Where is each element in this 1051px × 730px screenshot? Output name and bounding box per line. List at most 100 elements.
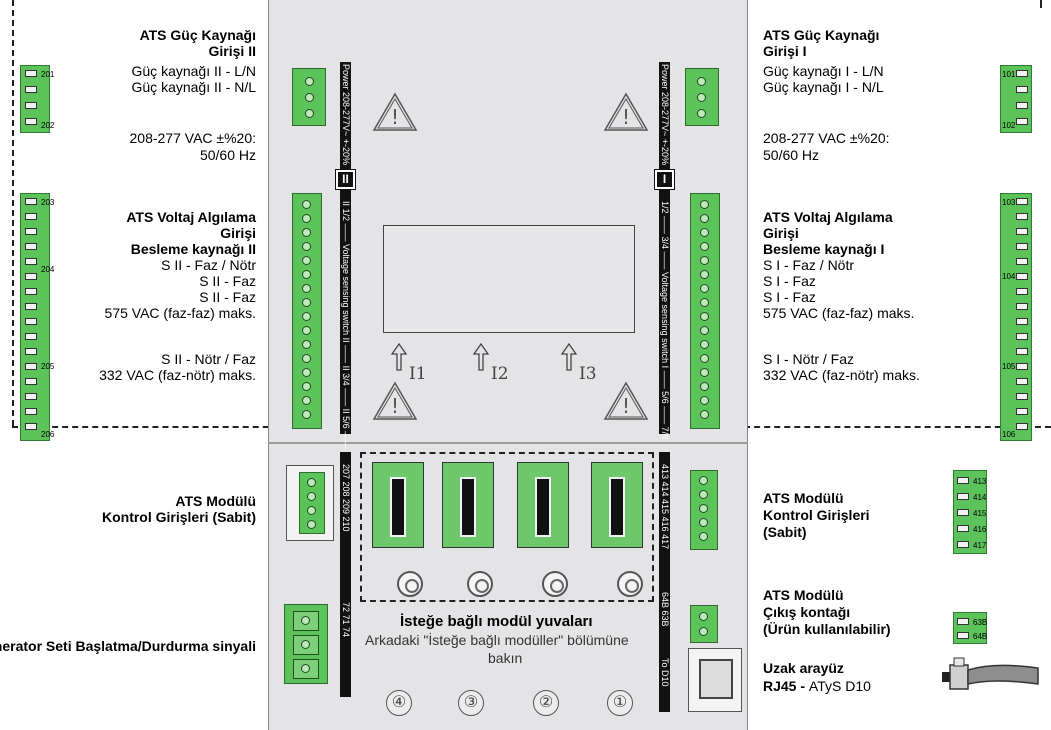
rj45-label: RJ45 - (763, 678, 809, 694)
terminal-slot (1016, 318, 1028, 325)
connector-pin (700, 312, 709, 321)
svg-text:!: ! (391, 105, 399, 129)
left-power-strip: Power 208-277V~ +-20% (340, 62, 351, 197)
right-ctrl-strip-text: 413 414 415 416 417 (660, 464, 670, 550)
left-sense-title-3: Besleme kaynağı II (130, 241, 256, 257)
warning-icon: ! (603, 92, 649, 131)
option-slot-2[interactable] (517, 462, 569, 548)
ctrl-connector-left (299, 472, 325, 534)
genset-screw (293, 659, 319, 679)
right-sense-strip: 1/2 —— 3/4 —— Voltage sensing switch I —… (659, 197, 670, 439)
right-out-title-1: ATS Modülü (763, 587, 844, 603)
terminal-slot (1016, 258, 1028, 265)
connector-pin (302, 312, 311, 321)
terminal-slot (1016, 378, 1028, 385)
ctrl-connector-left-housing (286, 465, 334, 541)
right-out-title-3: (Ürün kullanılabilir) (763, 621, 891, 637)
terminal-slot (1016, 363, 1028, 370)
right-sense-title-1: ATS Voltaj Algılama (763, 209, 893, 225)
terminal-slot (25, 423, 37, 430)
connector-pin (700, 396, 709, 405)
right-ctrl-title-1: ATS Modülü (763, 490, 844, 506)
slot-knob-3 (467, 571, 493, 597)
right-sense-line-2: S I - Faz (763, 273, 816, 289)
terminal-slot (25, 86, 37, 93)
display-window (383, 225, 635, 333)
terminal-block-201-202: 201 202 (20, 65, 54, 133)
terminal-number: 417 (973, 541, 987, 550)
left-sense-line-2: S II - Faz (199, 273, 256, 289)
slot-connector (535, 477, 551, 537)
left-power-line-2: Güç kaynağı II - N/L (131, 79, 257, 95)
terminal-block-63b-64b: 63B 64B (953, 612, 987, 644)
svg-text:!: ! (622, 394, 630, 418)
terminal-number: 204 (41, 265, 55, 274)
slot-connector (609, 477, 625, 537)
connector-pin (302, 382, 311, 391)
connector-pin (699, 612, 708, 621)
power-connector-right (685, 68, 719, 126)
terminal-number: 102 (1002, 121, 1016, 130)
left-genset-label: Jenerator Seti Başlatma/Durdurma sinyali (0, 638, 256, 654)
option-slot-4[interactable] (372, 462, 424, 548)
left-sense-line-3: S II - Faz (199, 289, 256, 305)
terminal-slot (1016, 408, 1028, 415)
right-out-strip-text: 64B 63B (660, 592, 670, 627)
connector-pin (302, 284, 311, 293)
slot-connector (390, 477, 406, 537)
terminal-slot (957, 525, 969, 532)
connector-pin (301, 616, 310, 625)
left-sense-line-1: S II - Faz / Nötr (161, 257, 256, 273)
warning-icon: ! (372, 381, 418, 420)
connector-pin (700, 410, 709, 419)
connector-pin (700, 382, 709, 391)
terminal-slot (1016, 423, 1028, 430)
rj45-port[interactable] (688, 648, 742, 712)
terminal-number: 104 (1002, 272, 1016, 281)
terminal-slot (957, 509, 969, 516)
connector-pin (307, 520, 316, 529)
right-sense-strip-text: 1/2 —— 3/4 —— Voltage sensing switch I —… (660, 201, 670, 440)
connector-pin (699, 532, 708, 541)
connector-pin (700, 284, 709, 293)
connector-pin (700, 298, 709, 307)
connector-pin (700, 354, 709, 363)
current-label-i2: I2 (491, 364, 509, 384)
slot-number-2: ② (533, 690, 559, 716)
terminal-slot (25, 243, 37, 250)
connector-pin (302, 200, 311, 209)
terminal-slot (1016, 86, 1028, 93)
right-sense-title-2: Girişi (763, 225, 799, 241)
terminal-slot (25, 273, 37, 280)
terminal-slot (957, 632, 969, 639)
connector-pin (700, 200, 709, 209)
terminal-number: 201 (41, 70, 55, 79)
right-ctrl-title-2: Kontrol Girişleri (763, 507, 870, 523)
connector-pin (700, 326, 709, 335)
terminal-slot (25, 213, 37, 220)
terminal-number: 416 (973, 525, 987, 534)
left-power-strip-text: Power 208-277V~ +-20% (341, 64, 351, 166)
option-slot-3[interactable] (442, 462, 494, 548)
power-connector-left (292, 68, 326, 126)
terminal-slot (25, 303, 37, 310)
terminal-number: 63B (973, 618, 988, 627)
slot-number-4: ④ (386, 690, 412, 716)
right-sense-line-6: 332 VAC (faz-nötr) maks. (763, 367, 920, 383)
rj45-port-socket (699, 659, 733, 699)
slot-knob-1 (617, 571, 643, 597)
genset-connector (284, 604, 328, 684)
connector-pin (700, 256, 709, 265)
genset-screw (293, 635, 319, 655)
terminal-number: 64B (973, 632, 988, 641)
current-label-i3: I3 (579, 364, 597, 384)
terminal-slot (1016, 243, 1028, 250)
terminal-slot (1016, 102, 1028, 109)
terminal-slot (1016, 273, 1028, 280)
connector-pin (307, 506, 316, 515)
option-slot-1[interactable] (591, 462, 643, 548)
rj45-cable-icon (942, 657, 1039, 690)
slot-knob-4 (397, 571, 423, 597)
terminal-slot (1016, 288, 1028, 295)
terminal-slot (25, 198, 37, 205)
